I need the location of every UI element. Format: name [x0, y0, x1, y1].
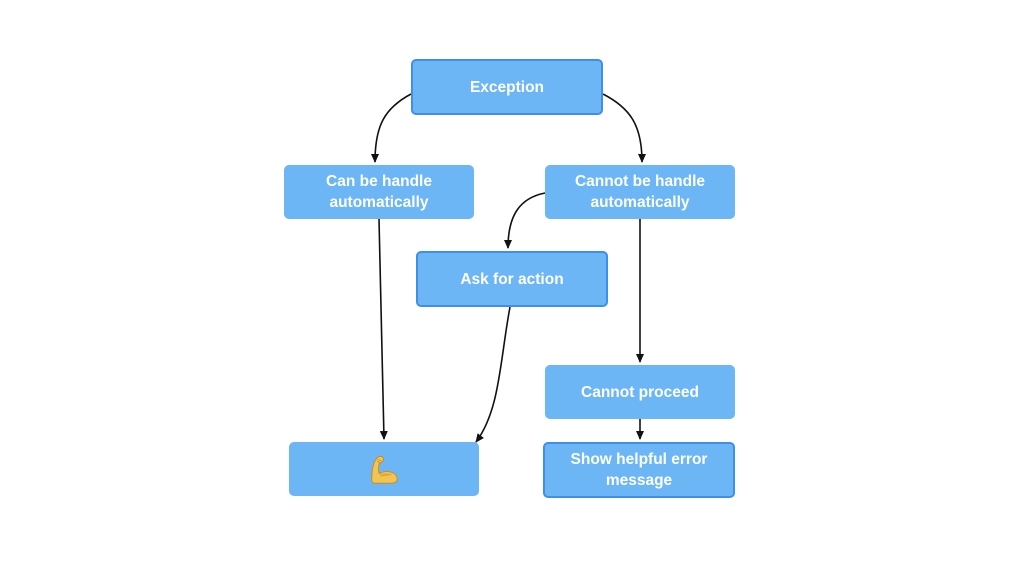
- edge-exception-to-cannot-handle: [602, 93, 646, 163]
- edge-can-handle-to-success: [378, 218, 388, 440]
- node-cannot-proceed-label: Cannot proceed: [581, 383, 699, 401]
- node-exception-label: Exception: [469, 78, 545, 96]
- node-success: [289, 442, 479, 496]
- node-can-handle-automatically: Can be handle automatically: [284, 165, 474, 219]
- edge-ask-to-success: [475, 306, 511, 443]
- node-ask-label: Ask for action: [460, 270, 564, 288]
- flexed-biceps-icon: [371, 455, 398, 484]
- node-cannot-handle-automatically: Cannot be handle automatically: [545, 165, 735, 219]
- node-cannot-proceed: Cannot proceed: [545, 365, 735, 419]
- node-ask-for-action: Ask for action: [416, 251, 608, 307]
- node-exception: Exception: [411, 59, 603, 115]
- node-show-helpful-error: Show helpful error message: [543, 442, 735, 498]
- edge-exception-to-can-handle: [371, 93, 412, 163]
- node-cannot-handle-label: Cannot be handle automatically: [574, 173, 706, 211]
- edge-cannot-handle-to-ask: [504, 192, 546, 249]
- node-can-handle-label: Can be handle automatically: [326, 173, 432, 211]
- node-show-error-label: Show helpful error message: [570, 451, 708, 489]
